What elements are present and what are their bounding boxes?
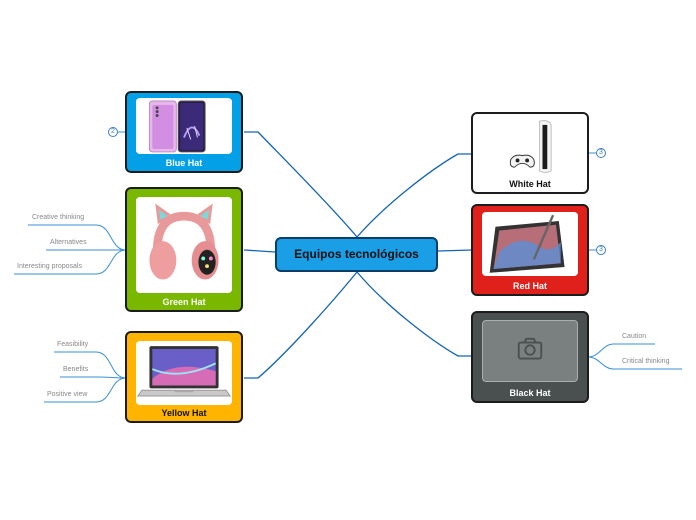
subtopic-critical-thinking[interactable]: Critical thinking xyxy=(622,358,670,365)
node-label: Green Hat xyxy=(162,297,206,307)
subtopic-caution[interactable]: Caution xyxy=(622,333,647,340)
subtopic-feasibility[interactable]: Feasibility xyxy=(57,341,89,348)
subtopic-interesting-proposals[interactable]: Interesting proposals xyxy=(17,263,82,270)
subtopic-creative-thinking[interactable]: Creative thinking xyxy=(32,214,85,221)
game-console-image xyxy=(482,118,578,176)
connector-blue xyxy=(244,131,358,238)
node-white-hat[interactable]: White Hat xyxy=(471,112,589,194)
connector-yellow xyxy=(244,271,358,379)
sub-line-black-2 xyxy=(587,356,682,370)
sub-line-black-1 xyxy=(587,343,655,358)
headphones-image xyxy=(136,197,232,293)
count-badge[interactable]: 2 xyxy=(108,127,118,137)
sub-line-yellow-2 xyxy=(60,376,127,379)
count-badge[interactable]: 3 xyxy=(596,148,606,158)
sub-line-yellow-1 xyxy=(54,351,127,379)
tablet-image xyxy=(482,212,578,276)
sub-line-yellow-3 xyxy=(44,377,127,403)
subtopic-benefits[interactable]: Benefits xyxy=(63,366,89,373)
smartphones-image xyxy=(136,98,232,154)
node-label: Yellow Hat xyxy=(161,408,207,418)
camera-icon xyxy=(517,337,543,360)
connector-green xyxy=(243,249,276,253)
image-placeholder xyxy=(482,320,578,382)
central-topic-title: Equipos tecnológicos xyxy=(294,247,419,261)
connector-white xyxy=(356,153,472,238)
node-label: Blue Hat xyxy=(165,158,203,168)
sub-line-green-1 xyxy=(28,224,127,251)
sub-line-green-3 xyxy=(14,249,127,275)
connector-black xyxy=(356,271,472,357)
node-blue-hat[interactable]: Blue Hat xyxy=(125,91,243,173)
node-label: Red Hat xyxy=(512,281,547,291)
laptop-image xyxy=(136,341,232,405)
node-label: White Hat xyxy=(509,179,551,189)
node-yellow-hat[interactable]: Yellow Hat xyxy=(125,331,243,423)
node-label: Black Hat xyxy=(509,388,551,398)
central-topic[interactable]: Equipos tecnológicos xyxy=(275,237,438,272)
count-badge[interactable]: 3 xyxy=(596,245,606,255)
node-black-hat[interactable]: Black Hat xyxy=(471,311,589,403)
node-green-hat[interactable]: Green Hat xyxy=(125,187,243,312)
node-red-hat[interactable]: Red Hat xyxy=(471,204,589,296)
connector-red xyxy=(437,249,473,252)
subtopic-positive-view[interactable]: Positive view xyxy=(47,391,88,398)
subtopic-alternatives[interactable]: Alternatives xyxy=(50,239,87,246)
